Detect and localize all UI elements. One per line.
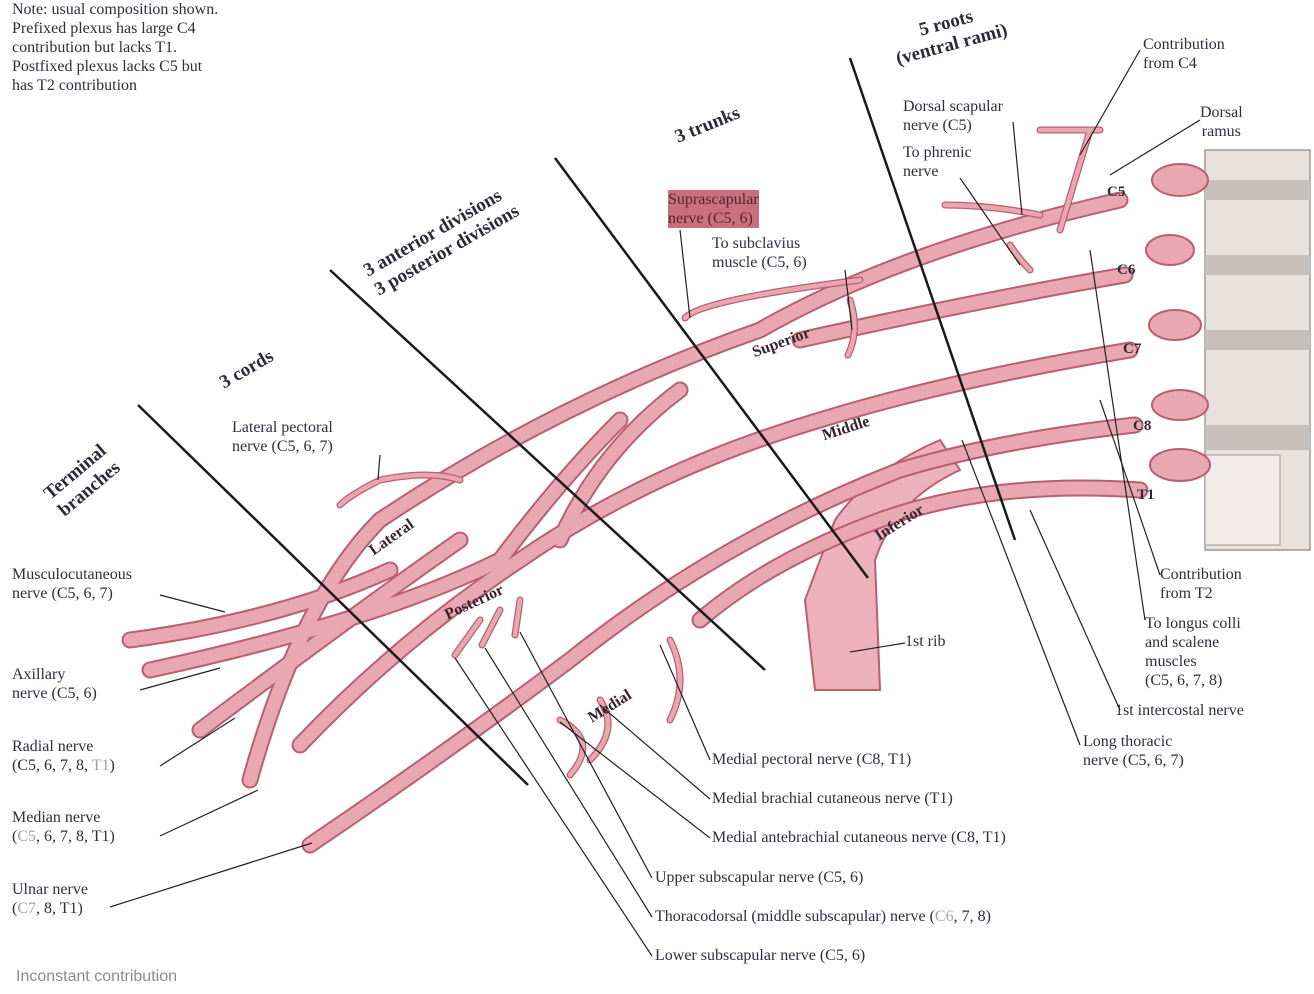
longus-colli-label: To longus colli and scalene muscles (C5,… — [1145, 614, 1241, 690]
root-t1: T1 — [1137, 487, 1155, 504]
contribution-c4-label: Contribution from C4 — [1143, 35, 1225, 73]
phrenic-label: To phrenic nerve — [903, 143, 972, 181]
label-line: Lateral pectoral — [232, 418, 333, 437]
composition-note: Note: usual composition shown. Prefixed … — [12, 0, 218, 95]
label-line: nerve (C5, 6) — [12, 684, 97, 703]
label-line: nerve (C5) — [903, 116, 1003, 135]
label-line: nerve (C5, 6, 7) — [12, 584, 132, 603]
inconstant-text: C6 — [935, 908, 954, 925]
subclavius-label: To subclavius muscle (C5, 6) — [712, 234, 807, 272]
root-c6: C6 — [1117, 262, 1135, 279]
label-line: To subclavius — [712, 234, 807, 253]
inconstant-text: C5 — [17, 828, 36, 845]
first-intercostal-label: 1st intercostal nerve — [1115, 701, 1244, 720]
label-line: To longus colli — [1145, 614, 1241, 633]
label-line: Contribution — [1160, 565, 1242, 584]
medial-brachial-label: Medial brachial cutaneous nerve (T1) — [712, 789, 953, 808]
label-line: and scalene — [1145, 633, 1241, 652]
radial-label: Radial nerve (C5, 6, 7, 8, T1) — [12, 737, 115, 775]
dorsal-scapular-label: Dorsal scapular nerve (C5) — [903, 97, 1003, 135]
note-line: Prefixed plexus has large C4 — [12, 19, 218, 38]
lateral-pectoral-label: Lateral pectoral nerve (C5, 6, 7) — [232, 418, 333, 456]
label-line: ramus — [1200, 122, 1243, 141]
label-line: Contribution — [1143, 35, 1225, 54]
inconstant-text: T1 — [92, 757, 110, 774]
label-line: Median nerve — [12, 808, 115, 827]
label-line: (C5, 6, 7, 8, T1) — [12, 756, 115, 775]
medial-pectoral-label: Medial pectoral nerve (C8, T1) — [712, 750, 911, 769]
musculocutaneous-label: Musculocutaneous nerve (C5, 6, 7) — [12, 565, 132, 603]
label-text: ) — [110, 757, 115, 774]
note-line: contribution but lacks T1. — [12, 38, 218, 57]
label-line: from C4 — [1143, 54, 1225, 73]
label-text: (C5, 6, 7, 8, — [12, 757, 92, 774]
label-line: Suprascapular — [668, 190, 759, 209]
label-line: nerve — [903, 162, 972, 181]
leader-lines — [110, 50, 1200, 956]
vertebral-column — [1205, 150, 1310, 550]
note-line: has T2 contribution — [12, 76, 218, 95]
thoracodorsal-label: Thoracodorsal (middle subscapular) nerve… — [655, 907, 991, 926]
label-line: (C5, 6, 7, 8, T1) — [12, 827, 115, 846]
median-label: Median nerve (C5, 6, 7, 8, T1) — [12, 808, 115, 846]
note-line: Note: usual composition shown. — [12, 0, 218, 19]
root-c8: C8 — [1133, 418, 1151, 435]
label-line: nerve (C5, 6, 7) — [232, 437, 333, 456]
axillary-label: Axillary nerve (C5, 6) — [12, 665, 97, 703]
label-line: Dorsal — [1200, 103, 1243, 122]
nerve-trunks — [130, 130, 1140, 845]
root-ganglia — [1146, 164, 1210, 481]
label-text: , 8, T1) — [36, 900, 83, 917]
root-c7: C7 — [1123, 341, 1141, 358]
note-line: Postfixed plexus lacks C5 but — [12, 57, 218, 76]
label-line: muscles — [1145, 652, 1241, 671]
medial-antebrachial-label: Medial antebrachial cutaneous nerve (C8,… — [712, 828, 1006, 847]
label-line: Radial nerve — [12, 737, 115, 756]
label-line: Ulnar nerve — [12, 880, 88, 899]
lower-subscapular-label: Lower subscapular nerve (C5, 6) — [655, 946, 865, 965]
label-line: from T2 — [1160, 584, 1242, 603]
inconstant-text: C7 — [17, 900, 36, 917]
contribution-t2-label: Contribution from T2 — [1160, 565, 1242, 603]
label-text: Thoracodorsal (middle subscapular) nerve… — [655, 908, 935, 925]
label-line: To phrenic — [903, 143, 972, 162]
label-line: Long thoracic — [1083, 732, 1184, 751]
suprascapular-label: Suprascapular nerve (C5, 6) — [668, 190, 759, 228]
dorsal-ramus-label: Dorsal ramus — [1200, 103, 1243, 141]
label-line: nerve (C5, 6) — [668, 209, 759, 228]
first-rib-label: 1st rib — [905, 632, 945, 651]
label-line: (C5, 6, 7, 8) — [1145, 671, 1241, 690]
label-line: nerve (C5, 6, 7) — [1083, 751, 1184, 770]
long-thoracic-label: Long thoracic nerve (C5, 6, 7) — [1083, 732, 1184, 770]
label-line: (C7, 8, T1) — [12, 899, 88, 918]
label-line: Musculocutaneous — [12, 565, 132, 584]
root-c5: C5 — [1107, 184, 1125, 201]
label-text: , 6, 7, 8, T1) — [36, 828, 115, 845]
upper-subscapular-label: Upper subscapular nerve (C5, 6) — [655, 868, 863, 887]
label-line: Axillary — [12, 665, 97, 684]
label-line: Dorsal scapular — [903, 97, 1003, 116]
label-line: muscle (C5, 6) — [712, 253, 807, 272]
inconstant-legend: Inconstant contribution — [16, 968, 177, 986]
ulnar-label: Ulnar nerve (C7, 8, T1) — [12, 880, 88, 918]
label-text: , 7, 8) — [954, 908, 991, 925]
